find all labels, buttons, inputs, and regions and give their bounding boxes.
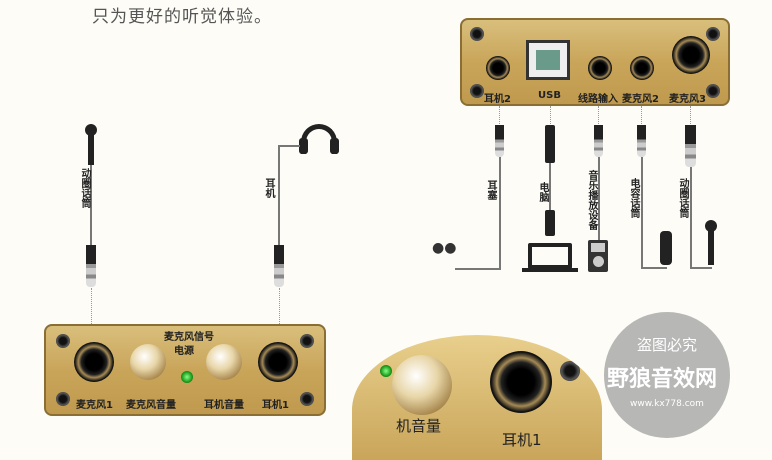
earbuds-icon: ●● xyxy=(432,240,457,256)
condenser-mic-icon xyxy=(660,231,672,265)
cable-label: 耳塞 xyxy=(485,180,496,200)
laptop-icon xyxy=(528,243,572,269)
music-player-icon xyxy=(588,240,608,272)
headphone1-jack[interactable] xyxy=(258,342,298,382)
front-label: 耳机1 xyxy=(262,400,289,411)
closeup-view: 机音量 耳机1 xyxy=(352,335,602,460)
cable-label: 动圈话筒 xyxy=(677,178,688,218)
screw xyxy=(706,84,720,98)
power-led xyxy=(181,371,193,383)
screw xyxy=(706,27,720,41)
front-label: 耳机音量 xyxy=(204,400,244,411)
watermark-url: www.kx778.com xyxy=(630,399,704,409)
dynamic-mic-icon xyxy=(705,220,717,232)
earbud-plug xyxy=(495,125,504,157)
closeup-label: 机音量 xyxy=(396,417,442,435)
front-label: 麦克风1 xyxy=(76,400,113,411)
cable-label: 动圈话筒 xyxy=(79,168,90,208)
rear-panel: 耳机2 USB 线路输入 麦克风2 麦克风3 xyxy=(460,18,730,106)
cable-label: 音乐播放设备 xyxy=(586,170,597,230)
headphone2-jack[interactable] xyxy=(486,56,510,80)
headphone-volume-knob[interactable] xyxy=(206,344,242,380)
rear-label: USB xyxy=(538,90,561,101)
power-label: 电源 xyxy=(174,346,194,357)
cable-label: 耳机 xyxy=(263,178,274,198)
usb-port[interactable] xyxy=(526,40,570,80)
closeup-label: 耳机1 xyxy=(502,431,542,449)
tagline: 只为更好的听觉体验。 xyxy=(92,7,272,27)
mic-signal-label: 麦克风信号 xyxy=(164,332,214,343)
rear-label: 麦克风3 xyxy=(669,94,706,105)
front-panel: 麦克风信号 电源 麦克风1 麦克风音量 耳机音量 耳机1 xyxy=(44,324,326,416)
line-in-jack[interactable] xyxy=(588,56,612,80)
screw xyxy=(470,84,484,98)
rear-label: 麦克风2 xyxy=(622,94,659,105)
mic3-jack[interactable] xyxy=(672,36,710,74)
watermark-text: 野狼音效网 xyxy=(606,367,717,392)
rear-label: 耳机2 xyxy=(484,94,511,105)
watermark-text: 盗图必究 xyxy=(636,336,697,354)
front-label: 麦克风音量 xyxy=(126,400,176,411)
cable-label: 电容话筒 xyxy=(628,178,639,218)
rear-label: 线路输入 xyxy=(578,94,618,105)
mic-volume-knob[interactable] xyxy=(130,344,166,380)
watermark: 盗图必究 野狼音效网 www.kx778.com xyxy=(604,312,730,438)
mic1-jack[interactable] xyxy=(74,342,114,382)
cable-label: 电脑 xyxy=(537,182,548,202)
dynamic-mic-icon xyxy=(85,124,97,136)
mic2-jack[interactable] xyxy=(630,56,654,80)
headphone-jack-closeup xyxy=(490,351,552,413)
usb-plug xyxy=(545,125,555,163)
screw xyxy=(470,27,484,41)
volume-knob-closeup xyxy=(392,355,452,415)
